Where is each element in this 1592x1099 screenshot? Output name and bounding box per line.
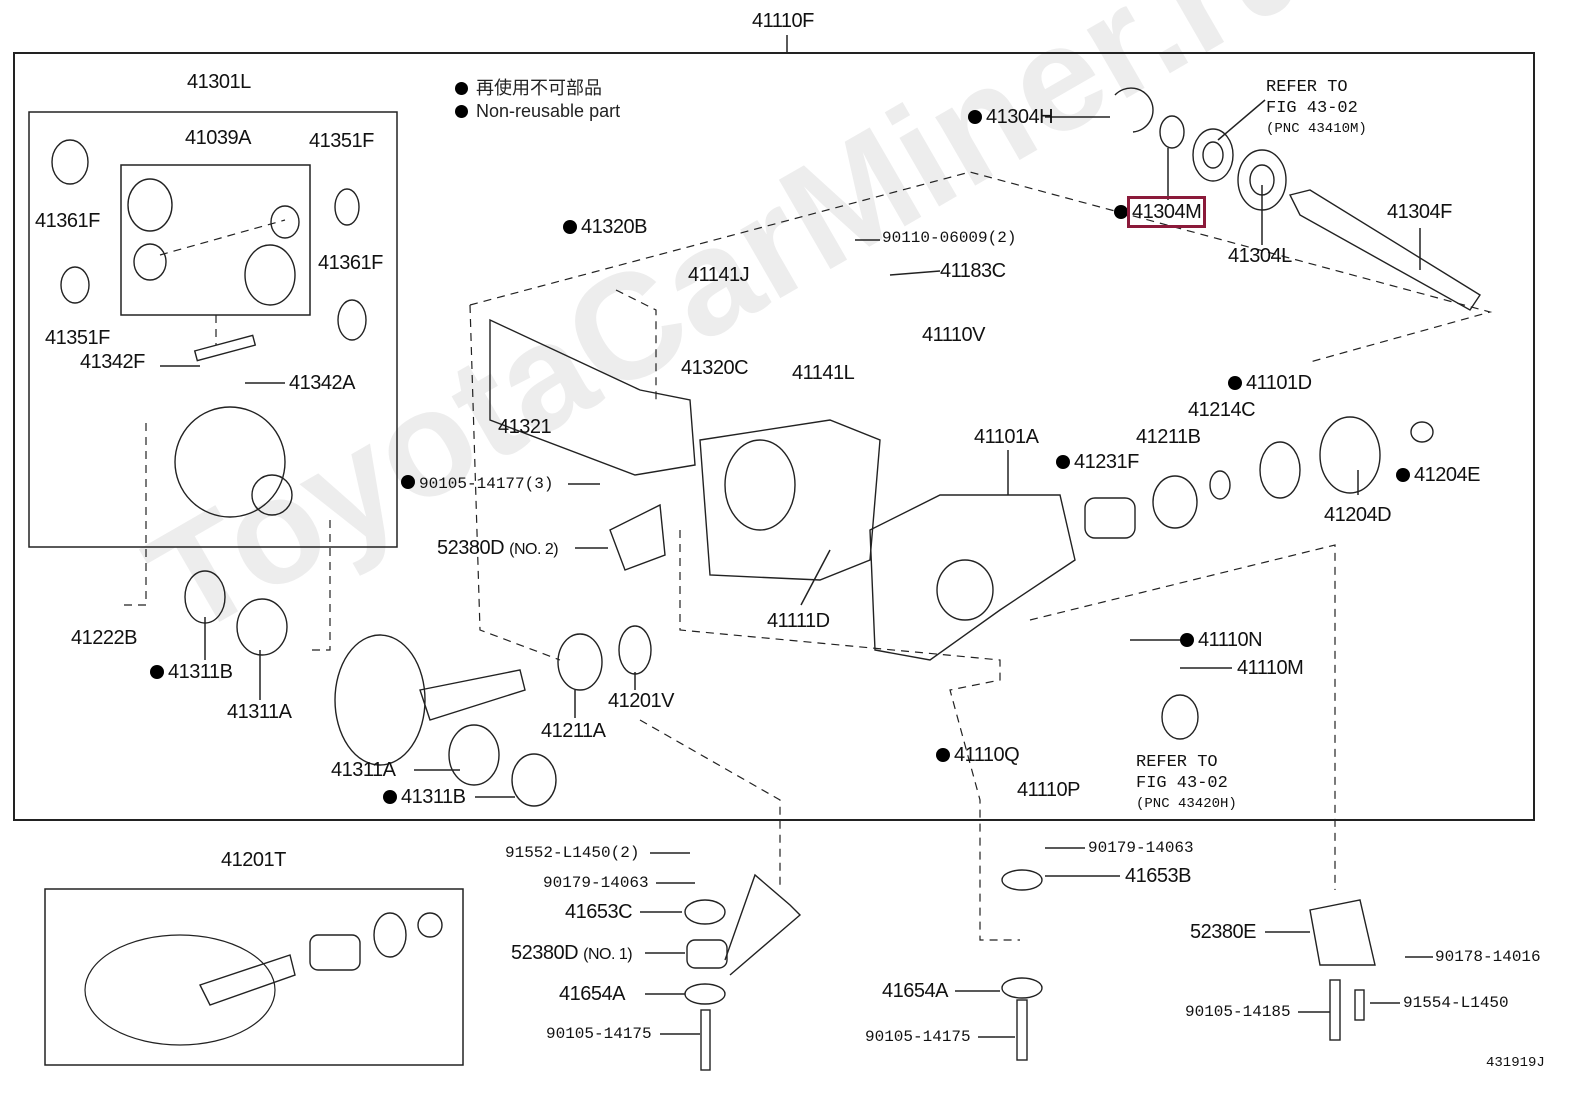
part-label[interactable]: 41304L <box>1228 245 1292 267</box>
part-label[interactable]: 41211B <box>1136 426 1201 448</box>
part-label[interactable]: 41201V <box>608 690 674 712</box>
part-label[interactable]: 41110F <box>752 10 814 32</box>
part-label-non-reusable[interactable]: 41304H <box>968 106 1054 128</box>
part-label[interactable]: 41111D <box>767 610 830 632</box>
part-label[interactable]: 41304F <box>1387 201 1452 223</box>
leader-lines <box>160 99 1433 1038</box>
part-label[interactable]: 41301L <box>187 71 251 93</box>
part-label-non-reusable[interactable]: 41231F <box>1056 451 1139 473</box>
part-label[interactable]: 41110V <box>922 324 986 346</box>
legend: 再使用不可部品 Non-reusable part <box>455 77 620 123</box>
dashed-guides <box>120 171 1493 941</box>
part-number: 52380D <box>437 537 505 559</box>
part-label-non-reusable[interactable]: 41101D <box>1228 372 1312 394</box>
ref-line: FIG 43-02 <box>1266 99 1358 118</box>
part-label[interactable]: 41183C <box>940 260 1006 282</box>
part-label[interactable]: 41321 <box>498 416 552 438</box>
part-label-non-reusable[interactable]: 90105-14177(3) <box>401 474 553 494</box>
part-label-non-reusable[interactable]: 41304M <box>1114 196 1207 228</box>
part-label[interactable]: 41361F <box>318 252 383 274</box>
part-shapes <box>51 87 1481 1071</box>
part-label[interactable]: 41342F <box>80 351 145 373</box>
part-label[interactable]: 41654A <box>559 983 625 1005</box>
part-label[interactable]: 41211A <box>541 720 606 742</box>
part-label-non-reusable[interactable]: 41320B <box>563 216 647 238</box>
ref-line: REFER TO <box>1136 753 1218 772</box>
part-label[interactable]: 41110P <box>1017 779 1081 801</box>
part-label[interactable]: 41342A <box>289 372 355 394</box>
part-label[interactable]: 41201T <box>221 849 286 871</box>
part-label[interactable]: 41653B <box>1125 865 1191 887</box>
part-label[interactable]: 41654A <box>882 980 948 1002</box>
ref-line: REFER TO <box>1266 78 1348 97</box>
part-number: 52380D <box>511 942 579 964</box>
part-label[interactable]: 90105-14175 <box>865 1028 971 1046</box>
legend-en: Non-reusable part <box>455 100 620 123</box>
part-note: (NO. 2) <box>509 541 559 558</box>
part-label[interactable]: 41222B <box>71 627 137 649</box>
part-label[interactable]: 41311A <box>227 701 292 723</box>
highlighted-part[interactable]: 41304M <box>1126 196 1207 228</box>
part-label[interactable]: 41110M <box>1237 657 1304 679</box>
part-label-non-reusable[interactable]: 41311B <box>150 661 233 683</box>
part-label[interactable]: 91552-L1450(2) <box>505 844 640 862</box>
part-label-non-reusable[interactable]: 41311B <box>383 786 466 808</box>
part-label[interactable]: 90110-06009(2) <box>882 229 1017 247</box>
reference-note-43420h: REFER TO FIG 43-02 (PNC 43420H) <box>1136 752 1237 815</box>
part-label[interactable]: 41351F <box>45 327 110 349</box>
reference-note-43410m: REFER TO FIG 43-02 (PNC 43410M) <box>1266 77 1367 140</box>
legend-jp: 再使用不可部品 <box>455 77 620 100</box>
part-label[interactable]: 52380E <box>1190 921 1256 943</box>
part-label[interactable]: 52380D (NO. 2) <box>437 537 559 559</box>
part-label[interactable]: 41141J <box>688 264 750 286</box>
part-label[interactable]: 41204D <box>1324 504 1392 526</box>
part-label[interactable]: 90178-14016 <box>1435 948 1541 966</box>
part-label[interactable]: 91554-L1450 <box>1403 994 1509 1012</box>
part-label[interactable]: 41311A <box>331 759 396 781</box>
part-label[interactable]: 90105-14185 <box>1185 1003 1291 1021</box>
part-label[interactable]: 41351F <box>309 130 374 152</box>
part-label[interactable]: 90105-14175 <box>546 1025 652 1043</box>
part-label[interactable]: 41101A <box>974 426 1039 448</box>
figure-id: 431919J <box>1486 1055 1545 1071</box>
part-label[interactable]: 90179-14063 <box>543 874 649 892</box>
ref-line: FIG 43-02 <box>1136 774 1228 793</box>
ref-line: (PNC 43420H) <box>1136 796 1237 812</box>
part-label[interactable]: 90179-14063 <box>1088 839 1194 857</box>
part-label[interactable]: 41361F <box>35 210 100 232</box>
part-label[interactable]: 41039A <box>185 127 251 149</box>
part-note: (NO. 1) <box>583 946 633 963</box>
ref-line: (PNC 43410M) <box>1266 121 1367 137</box>
part-label[interactable]: 41320C <box>681 357 749 379</box>
frames <box>13 35 1535 1066</box>
part-label-non-reusable[interactable]: 41110Q <box>936 744 1020 766</box>
part-label[interactable]: 52380D (NO. 1) <box>511 942 633 964</box>
part-label[interactable]: 41653C <box>565 901 633 923</box>
part-label-non-reusable[interactable]: 41204E <box>1396 464 1480 486</box>
part-label[interactable]: 41141L <box>792 362 855 384</box>
part-label[interactable]: 41214C <box>1188 399 1256 421</box>
part-label-non-reusable[interactable]: 41110N <box>1180 629 1263 651</box>
